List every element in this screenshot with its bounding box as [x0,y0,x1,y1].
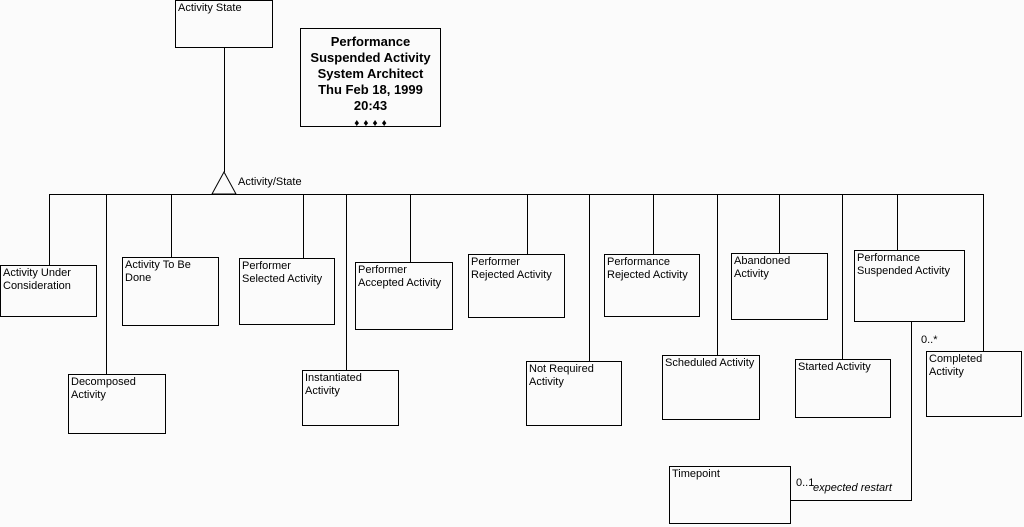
node-abandoned-activity[interactable]: Abandoned Activity [731,253,828,320]
connector-drop-completed-activity [983,195,984,351]
title-stamp: Performance Suspended Activity System Ar… [300,28,441,129]
node-timepoint[interactable]: Timepoint [669,466,791,524]
connector-drop-decomposed-activity [106,195,107,374]
stamp-line: Suspended Activity [310,50,431,65]
connector-drop-activity-under-consideration [49,195,50,265]
branch-label: Activity/State [238,176,302,188]
node-decomposed-activity[interactable]: Decomposed Activity [68,374,166,434]
generalization-triangle-icon [211,171,237,195]
stamp-line: System Architect [317,66,424,81]
node-performer-rejected-activity[interactable]: Performer Rejected Activity [468,254,565,318]
connector-expected-restart-vertical [911,322,912,501]
connector-drop-performer-accepted-activity [410,195,411,262]
connector-drop-performance-suspended-activity [897,195,898,250]
node-performance-rejected-activity[interactable]: Performance Rejected Activity [604,254,700,317]
connector-drop-performer-selected-activity [303,195,304,258]
connector-main-rail [49,194,984,195]
stamp-line: Thu Feb 18, 1999 [318,82,423,97]
stamp-diamonds-icon: ♦♦♦♦ [354,118,391,129]
node-activity-under-consideration[interactable]: Activity Under Consideration [0,265,97,317]
node-started-activity[interactable]: Started Activity [795,359,891,418]
connector-drop-performance-rejected-activity [653,195,654,254]
node-activity-state[interactable]: Activity State [175,0,273,48]
node-completed-activity[interactable]: Completed Activity [926,351,1022,417]
node-performance-suspended-activity[interactable]: Performance Suspended Activity [854,250,965,322]
stamp-line: Performance [330,34,411,49]
relation-name-label: expected restart [813,482,892,494]
connector-drop-activity-to-be-done [171,195,172,257]
connector-drop-abandoned-activity [779,195,780,253]
cardinality-label-target: 0..1 [796,477,815,489]
connector-drop-instantiated-activity [346,195,347,370]
connector-drop-scheduled-activity [717,195,718,355]
connector-drop-performer-rejected-activity [527,195,528,254]
node-scheduled-activity[interactable]: Scheduled Activity [662,355,760,420]
connector-drop-started-activity [842,195,843,359]
node-performer-accepted-activity[interactable]: Performer Accepted Activity [355,262,453,330]
cardinality-label-source: 0..* [921,334,938,346]
stamp-line: 20:43 [353,98,388,113]
connector-root-stem [224,48,225,172]
node-not-required-activity[interactable]: Not Required Activity [526,361,622,426]
connector-expected-restart-horizontal [791,500,912,501]
node-instantiated-activity[interactable]: Instantiated Activity [302,370,399,426]
connector-drop-not-required-activity [589,195,590,361]
node-performer-selected-activity[interactable]: Performer Selected Activity [239,258,335,325]
node-activity-to-be-done[interactable]: Activity To Be Done [122,257,219,326]
